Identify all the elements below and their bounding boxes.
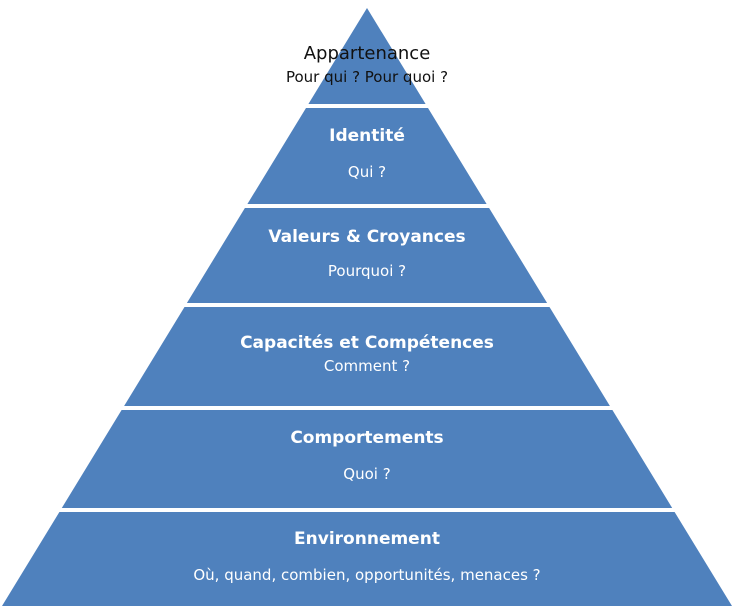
level-belonging-title: Appartenance [303,43,431,64]
level-identity: Identité Qui ? [0,127,734,180]
level-values-title: Valeurs & Croyances [268,227,466,247]
level-capabilities-subtitle: Comment ? [323,356,411,375]
pyramid-band-values [186,208,548,303]
level-identity-subtitle: Qui ? [347,162,387,181]
level-behaviors: Comportements Quoi ? [0,429,734,482]
pyramid-band-belonging [308,8,426,104]
level-environment: Environnement Où, quand, combien, opport… [0,530,734,583]
pyramid-band-capabilities [124,307,610,406]
level-capabilities: Capacités et Compétences Comment ? [0,334,734,374]
level-environment-title: Environnement [294,529,440,549]
pyramid-band-environment [2,512,732,606]
pyramid-band-identity [247,108,487,204]
level-values-subtitle: Pourquoi ? [327,261,407,280]
level-behaviors-subtitle: Quoi ? [343,464,391,483]
pyramid-band-behaviors [61,410,673,508]
level-values: Valeurs & Croyances Pourquoi ? [0,228,734,279]
level-belonging-subtitle: Pour qui ? Pour quoi ? [285,67,449,86]
level-belonging: Appartenance Pour qui ? Pour quoi ? [0,44,734,85]
level-environment-subtitle: Où, quand, combien, opportunités, menace… [193,565,541,584]
level-identity-title: Identité [329,126,405,146]
level-capabilities-title: Capacités et Compétences [240,333,494,353]
level-behaviors-title: Comportements [290,428,444,448]
